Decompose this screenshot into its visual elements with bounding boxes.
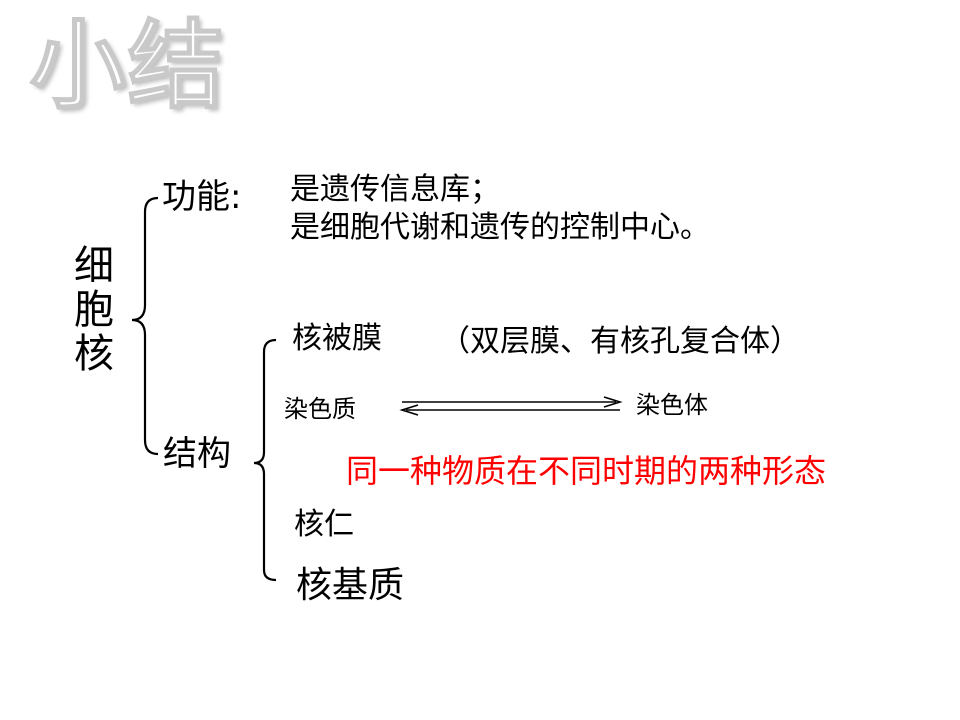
structure-brace (253, 338, 277, 582)
main-topic-label: 细胞核 (74, 243, 114, 377)
function-line-1: 是遗传信息库； (290, 172, 500, 207)
function-line-2: 是细胞代谢和遗传的控制中心。 (290, 210, 710, 245)
nuclear-envelope-note: （双层膜、有核孔复合体） (440, 324, 800, 359)
nuclear-envelope-label: 核被膜 (292, 321, 382, 356)
nucleolus-label: 核仁 (294, 507, 354, 542)
slide-title: 小结 (29, 10, 226, 122)
function-description: 是遗传信息库； 是细胞代谢和遗传的控制中心。 (290, 171, 710, 247)
chromatin-label: 染色质 (284, 395, 356, 423)
same-substance-note: 同一种物质在不同时期的两种形态 (346, 452, 827, 490)
structure-label: 结构 (163, 434, 231, 474)
conversion-arrows (399, 396, 623, 416)
function-label: 功能: (162, 177, 242, 217)
chromosome-label: 染色体 (636, 391, 708, 419)
main-brace (131, 196, 159, 456)
nuclear-matrix-label: 核基质 (296, 565, 405, 606)
